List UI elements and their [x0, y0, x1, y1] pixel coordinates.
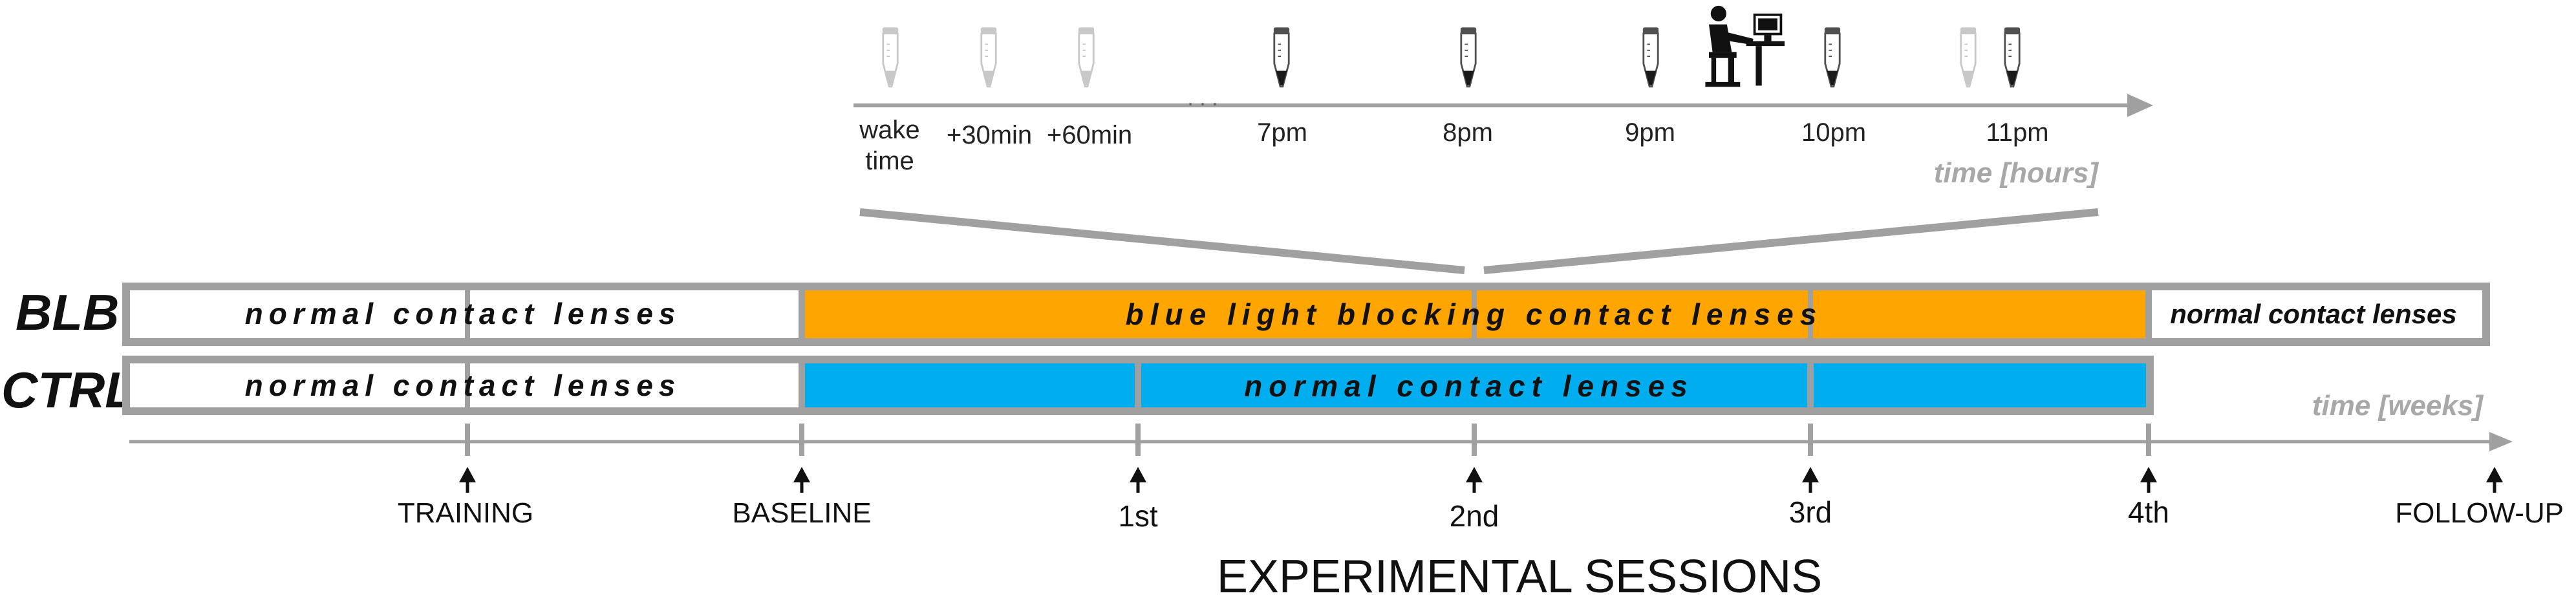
ctrl-intervention-segment	[802, 363, 2146, 407]
ctrl-pre-label: normal contact lenses	[245, 369, 682, 402]
saliva-tube-dark-icon	[2003, 27, 2021, 88]
session-arrow	[793, 467, 810, 493]
zoom-line-right	[1483, 208, 2099, 274]
weeks-axis-label: time [weeks]	[2312, 390, 2484, 422]
group-label-blb: BLB	[16, 284, 119, 341]
label-wake-time-line2: time	[865, 147, 914, 175]
weeks-timeline: time [weeks] TRAINI	[129, 390, 2564, 602]
session-label-baseline: BASELINE	[732, 497, 871, 529]
blb-pre-label: normal contact lenses	[245, 297, 682, 330]
hours-axis-label: time [hours]	[1934, 157, 2099, 189]
session-arrow	[459, 467, 476, 493]
session-label-1st: 1st	[1118, 499, 1158, 533]
person-at-computer-icon	[1705, 5, 1785, 87]
hours-ellipsis: . . .	[1187, 86, 1218, 111]
label-plus-60min: +60min	[1047, 121, 1132, 149]
blb-bar: normal contact lenses blue light blockin…	[122, 283, 2490, 346]
label-11pm: 11pm	[1986, 118, 2048, 147]
saliva-tube-dark-icon	[1459, 27, 1477, 88]
session-label-training: TRAINING	[398, 497, 533, 529]
label-plus-30min: +30min	[947, 121, 1032, 149]
label-10pm: 10pm	[1801, 118, 1866, 147]
session-label-2nd: 2nd	[1450, 499, 1499, 533]
weeks-axis-arrowhead	[2489, 432, 2513, 451]
saliva-tube-dark-icon	[1272, 27, 1291, 88]
blb-post-label: normal contact lenses	[2170, 299, 2456, 329]
session-label-4th: 4th	[2128, 495, 2169, 529]
session-arrow	[2140, 467, 2157, 493]
saliva-tube-dark-icon	[1642, 27, 1660, 88]
session-arrow	[2486, 467, 2503, 493]
saliva-tube-light-icon	[1959, 27, 1977, 88]
session-arrow	[1466, 467, 1483, 493]
ctrl-bar: normal contact lenses normal contact len…	[122, 356, 2154, 415]
group-label-ctrl: CTRL	[1, 361, 136, 418]
label-wake-time-line1: wake	[859, 116, 919, 144]
blb-during-label: blue light blocking contact lenses	[1126, 297, 1823, 331]
saliva-tube-dark-icon	[1823, 27, 1841, 88]
session-arrow	[1802, 467, 1819, 493]
zoom-line-left	[859, 208, 1465, 274]
experimental-sessions-title: EXPERIMENTAL SESSIONS	[1217, 551, 1822, 602]
label-7pm: 7pm	[1257, 118, 1307, 147]
saliva-tube-light-icon	[980, 27, 998, 88]
hours-axis-arrowhead	[2127, 94, 2153, 117]
label-8pm: 8pm	[1443, 118, 1493, 147]
session-label-follow-up: FOLLOW-UP	[2395, 497, 2564, 529]
saliva-tube-light-icon	[881, 27, 899, 88]
session-label-3rd: 3rd	[1789, 495, 1832, 529]
saliva-tube-light-icon	[1077, 27, 1095, 88]
hours-timeline: . . . wake time +30min +60min 7pm 8pm 9p…	[853, 5, 2153, 274]
session-arrow	[1130, 467, 1146, 493]
label-9pm: 9pm	[1625, 118, 1675, 147]
ctrl-during-label: normal contact lenses	[1244, 369, 1694, 403]
